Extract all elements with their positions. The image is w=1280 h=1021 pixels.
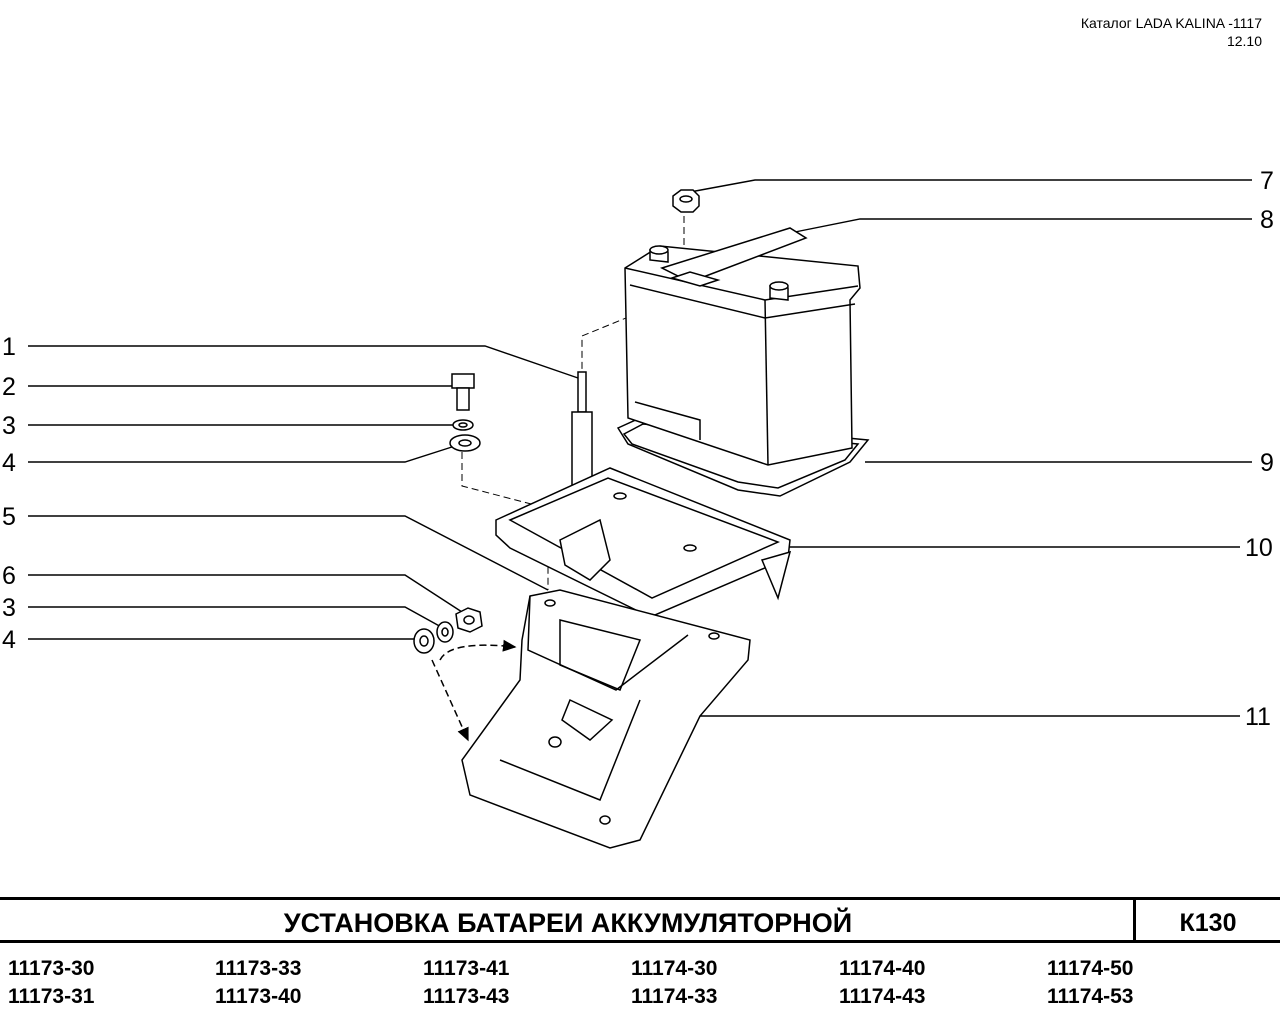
model-number: 11173-31 <box>8 985 95 1008</box>
assembly-title: УСТАНОВКА БАТАРЕИ АККУМУЛЯТОРНОЙ <box>283 908 853 938</box>
callout-11: 11 <box>1245 703 1271 731</box>
model-number: 11174-50 <box>1047 957 1134 980</box>
callout-1: 1 <box>2 333 16 361</box>
callout-4b: 4 <box>2 626 16 654</box>
callout-10: 10 <box>1245 534 1273 562</box>
model-list: 11173-30 11173-31 11173-33 11173-40 1117… <box>0 955 1280 1015</box>
assembly-code: К130 <box>1179 909 1237 937</box>
leader-lines-right <box>689 179 1252 717</box>
exploded-parts-drawing: 1 2 3 4 5 6 3 4 7 8 9 10 11 <box>2 167 1274 849</box>
fasteners-upper <box>449 373 481 452</box>
callout-3b: 3 <box>2 594 16 622</box>
leader-line-3b <box>28 606 444 629</box>
title-block: УСТАНОВКА БАТАРЕИ АККУМУЛЯТОРНОЙ К130 11… <box>0 897 1280 1021</box>
title-row: УСТАНОВКА БАТАРЕИ АККУМУЛЯТОРНОЙ К130 <box>0 897 1280 943</box>
model-number: 11173-40 <box>215 985 302 1008</box>
model-number: 11174-40 <box>839 957 926 980</box>
title-separator <box>1133 900 1136 943</box>
callout-8: 8 <box>1260 206 1274 234</box>
catalog-header: Каталог LADA KALINA -1117 12.10 <box>1081 14 1262 50</box>
callout-6: 6 <box>2 562 16 590</box>
clamp-bar <box>660 227 808 287</box>
leader-lines-left <box>28 345 579 640</box>
callout-9: 9 <box>1260 449 1274 477</box>
leader-line-4 <box>28 445 456 463</box>
install-arrows <box>431 639 517 742</box>
callout-4: 4 <box>2 449 16 477</box>
callout-3: 3 <box>2 412 16 440</box>
leader-line-1 <box>28 345 579 379</box>
fasteners-lower <box>413 607 483 654</box>
model-number: 11174-43 <box>839 985 926 1008</box>
callout-numbers: 1 2 3 4 5 6 3 4 7 8 9 10 11 <box>2 167 1274 731</box>
catalog-date: 12.10 <box>1226 33 1262 49</box>
leader-line-6 <box>28 574 463 613</box>
callout-7: 7 <box>1260 167 1274 195</box>
model-number: 11173-30 <box>8 957 95 980</box>
leader-line-8 <box>789 218 1252 234</box>
model-number: 11173-43 <box>423 985 510 1008</box>
callout-2: 2 <box>2 373 16 401</box>
model-number: 11173-33 <box>215 957 302 980</box>
callout-5: 5 <box>2 503 16 531</box>
mounting-bracket <box>461 589 751 849</box>
leader-line-7 <box>689 179 1252 193</box>
nut-top <box>672 189 700 213</box>
catalog-name: Каталог LADA KALINA -1117 <box>1080 15 1262 31</box>
leader-line-5 <box>28 515 549 591</box>
model-number: 11174-33 <box>631 985 718 1008</box>
battery <box>616 245 870 497</box>
model-number: 11173-41 <box>423 957 510 980</box>
battery-tray <box>495 467 792 616</box>
model-number: 11174-53 <box>1047 985 1134 1008</box>
model-number: 11174-30 <box>631 957 718 980</box>
